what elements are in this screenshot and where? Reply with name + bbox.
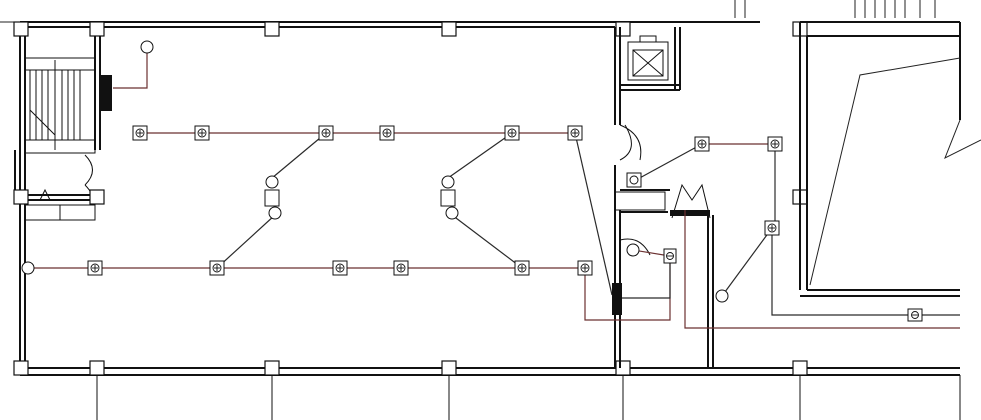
ceiling-light-icon <box>577 260 593 276</box>
ceiling-light-icon <box>567 125 583 141</box>
ceiling-light-fixtures <box>87 125 923 322</box>
right-room <box>734 0 981 297</box>
ceiling-light-icon <box>767 136 783 152</box>
ceiling-light-icon <box>318 125 334 141</box>
switch-icon <box>140 40 154 54</box>
structural-columns <box>13 21 808 376</box>
ceiling-light-icon <box>132 125 148 141</box>
junction-box-icon <box>440 189 456 207</box>
switch-symbols <box>21 40 729 303</box>
service-core <box>614 27 714 368</box>
ceiling-light-icon <box>393 260 409 276</box>
distribution-panel <box>100 75 112 111</box>
ceiling-light-icon <box>194 125 210 141</box>
ceiling-light-icon <box>87 260 103 276</box>
switch-icon <box>268 206 282 220</box>
wiring-circuits <box>25 52 960 329</box>
distribution-panel <box>612 283 622 315</box>
grid-lines <box>96 375 961 420</box>
distribution-panels <box>100 75 622 315</box>
ceiling-light-icon <box>514 260 530 276</box>
switch-icon <box>441 175 455 189</box>
switch-icon <box>626 243 640 257</box>
switch-icon <box>715 289 729 303</box>
ceiling-light-icon <box>694 136 710 152</box>
ceiling-light-icon <box>332 260 348 276</box>
ceiling-light-icon <box>764 220 780 236</box>
ceiling-light-icon <box>209 260 225 276</box>
switch-icon <box>629 175 639 185</box>
ceiling-light-icon <box>379 125 395 141</box>
ceiling-light-icon <box>504 125 520 141</box>
ceiling-light-icon <box>663 248 677 264</box>
switch-icon <box>265 175 279 189</box>
ceiling-light-icon <box>907 308 923 322</box>
exterior-walls <box>0 21 960 376</box>
junction-box-icon <box>264 189 280 207</box>
switch-icon <box>21 261 35 275</box>
switch-icon <box>445 206 459 220</box>
